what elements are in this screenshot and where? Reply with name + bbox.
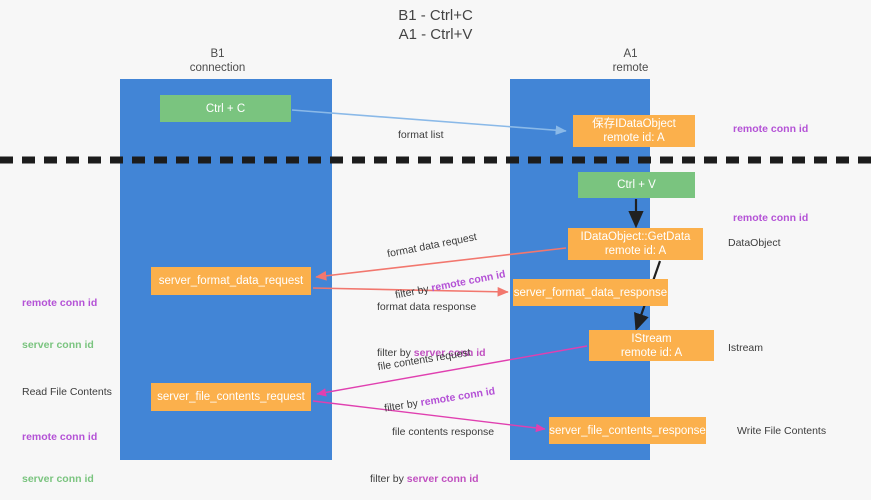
node-server-format-data-response[interactable]: server_format_data_response bbox=[513, 279, 668, 306]
node-istream-line2: remote id: A bbox=[620, 346, 683, 359]
node-server-format-data-request-label: server_format_data_request bbox=[158, 275, 304, 287]
edge-label-format-data-response-line1: format data response bbox=[377, 301, 477, 313]
node-server-format-data-response-label: server_format_data_response bbox=[513, 286, 668, 299]
node-idataobject[interactable]: 保存IDataObject remote id: A bbox=[573, 115, 695, 147]
arrow-format-data-request bbox=[315, 247, 567, 281]
note-right-remote-conn-id-2: remote conn id bbox=[733, 212, 809, 224]
note-left-conn-ids-2: remote conn id server conn id bbox=[22, 402, 97, 500]
filter-prefix: filter by bbox=[370, 473, 407, 485]
node-istream-line1: IStream bbox=[631, 332, 672, 345]
diagram-title: B1 - Ctrl+C A1 - Ctrl+V bbox=[398, 7, 473, 43]
note-left-server-conn-id-2: server conn id bbox=[22, 473, 94, 485]
node-idataobject-line1: 保存IDataObject bbox=[592, 118, 676, 130]
note-left-remote-conn-id: remote conn id bbox=[22, 297, 98, 309]
edge-label-file-contents-response-filter: filter by server conn id bbox=[370, 472, 494, 486]
lane-header-a1: A1 remote bbox=[612, 48, 649, 74]
node-idataobject-line2: remote id: A bbox=[603, 132, 665, 144]
lane-a1-band-bottom bbox=[510, 157, 650, 460]
node-server-format-data-request[interactable]: server_format_data_request bbox=[151, 267, 311, 295]
arrow-format-list bbox=[291, 109, 567, 135]
keyword-server-conn-id: server conn id bbox=[406, 473, 479, 485]
keyword-server-conn-id: server conn id bbox=[413, 347, 486, 359]
node-ctrl-v[interactable]: Ctrl + V bbox=[578, 172, 695, 198]
arrow-format-data-response bbox=[312, 286, 509, 297]
node-server-file-contents-response-label: server_file_contents_response bbox=[549, 424, 706, 437]
edge-label-format-data-response: format data response filter by server co… bbox=[377, 272, 486, 374]
edge-label-format-data-response-filter: filter by server conn id bbox=[377, 346, 486, 360]
note-right-istream: Istream bbox=[728, 342, 764, 354]
node-ctrl-v-label: Ctrl + V bbox=[617, 179, 656, 191]
edge-label-format-list-line1: format list bbox=[398, 129, 444, 141]
note-right-write-file-contents: Write File Contents bbox=[737, 425, 827, 437]
edge-label-file-contents-response: file contents response filter by server … bbox=[370, 397, 495, 500]
edge-label-file-contents-request-line1: file contents request bbox=[376, 346, 472, 374]
node-ctrl-c-label: Ctrl + C bbox=[205, 102, 246, 115]
note-left-server-conn-id: server conn id bbox=[22, 339, 94, 351]
node-ctrl-c[interactable]: Ctrl + C bbox=[160, 95, 291, 122]
node-getdata-line2: remote id: A bbox=[604, 245, 667, 257]
lane-header-b1: B1 connection bbox=[189, 48, 246, 74]
note-read-file-contents: Read File Contents bbox=[22, 386, 112, 398]
note-right-dataobject: DataObject bbox=[728, 237, 781, 249]
edge-label-file-contents-response-line1: file contents response bbox=[392, 426, 495, 438]
node-idataobject-getdata[interactable]: IDataObject::GetData remote id: A bbox=[568, 228, 703, 260]
node-getdata-line1: IDataObject::GetData bbox=[580, 231, 691, 243]
arrow-file-contents-response bbox=[312, 400, 546, 433]
note-right-remote-conn-id-1: remote conn id bbox=[733, 123, 809, 135]
node-server-file-contents-request-label: server_file_contents_request bbox=[157, 391, 305, 403]
node-istream[interactable]: IStream remote id: A bbox=[589, 330, 714, 361]
node-server-file-contents-request[interactable]: server_file_contents_request bbox=[151, 383, 311, 411]
note-left-remote-conn-id-2: remote conn id bbox=[22, 431, 98, 443]
arrow-file-contents-request bbox=[316, 345, 588, 397]
edge-label-format-list: format list bbox=[398, 100, 444, 156]
edge-label-format-data-request-line1: format data request bbox=[386, 230, 478, 261]
filter-prefix: filter by bbox=[377, 347, 414, 359]
node-server-file-contents-response[interactable]: server_file_contents_response bbox=[549, 417, 706, 444]
note-left-conn-ids: remote conn id server conn id bbox=[22, 268, 97, 366]
